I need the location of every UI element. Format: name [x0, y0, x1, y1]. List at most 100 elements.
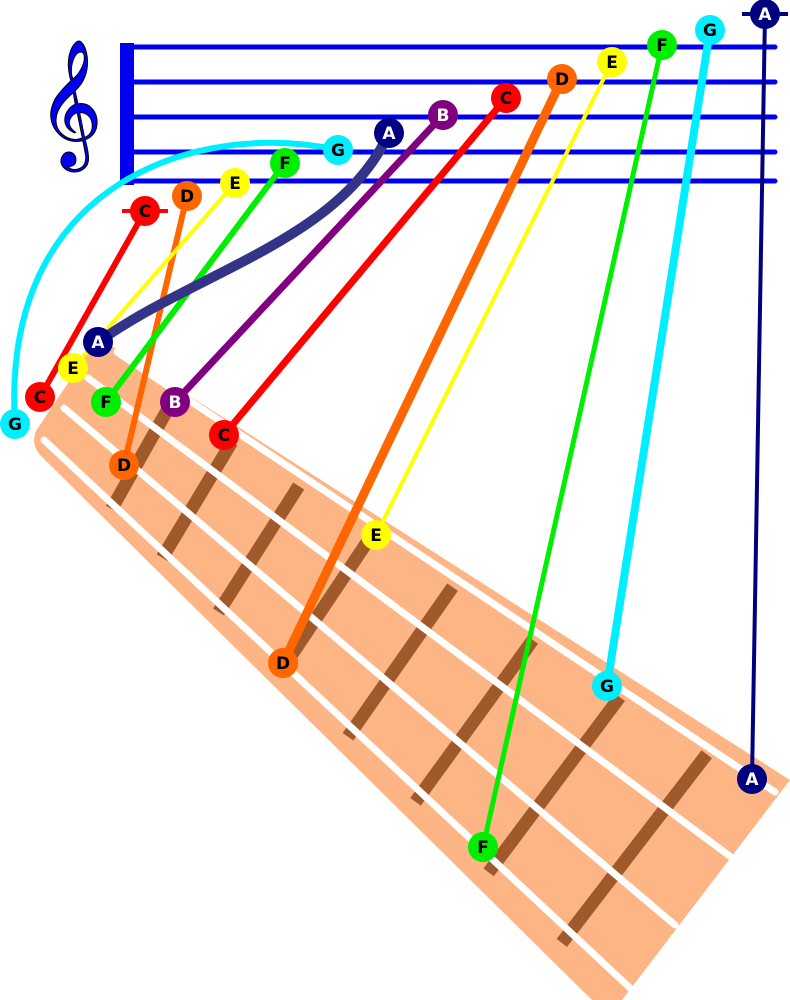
note-label: F [656, 36, 668, 56]
note-circle [491, 83, 521, 113]
note-circle [0, 409, 30, 439]
fretboard-note-f: F [91, 387, 121, 417]
note-label: B [169, 393, 182, 413]
note-circle [209, 420, 239, 450]
note-circle [220, 168, 250, 198]
note-circle [268, 648, 298, 678]
note-label: F [477, 838, 489, 858]
connector-b-6 [171, 111, 447, 406]
note-label: E [67, 359, 79, 379]
connector-f-10 [480, 42, 665, 850]
connector-a-5 [93, 128, 394, 347]
fret-5 [342, 583, 458, 741]
note-label: G [703, 21, 717, 41]
fretboard [34, 343, 790, 1000]
note-circle [468, 832, 498, 862]
note-label: C [218, 426, 230, 446]
note-circle [25, 382, 55, 412]
note-label: C [34, 388, 46, 408]
note-label: E [229, 174, 241, 194]
note-circle [323, 135, 353, 165]
connector-a-12 [750, 12, 767, 781]
staff-note-d: D [172, 181, 202, 211]
note-label: G [8, 415, 22, 435]
note-circle [160, 387, 190, 417]
note-label: D [276, 654, 290, 674]
fretboard-note-b: B [160, 387, 190, 417]
staff-note-e: E [597, 47, 627, 77]
fretboard-note-a: A [83, 327, 113, 357]
note-label: G [331, 141, 345, 161]
connector-c-7 [220, 94, 510, 439]
connector-c-0 [37, 208, 148, 400]
fretboard-note-d: D [268, 648, 298, 678]
fretboard-note-c: C [25, 382, 55, 412]
note-circle [592, 671, 622, 701]
note-label: A [382, 124, 396, 144]
staff-note-e: E [220, 168, 250, 198]
note-circle [374, 118, 404, 148]
note-circle [270, 148, 300, 178]
note-label: D [180, 187, 194, 207]
note-circle [83, 327, 113, 357]
note-label: B [437, 106, 450, 126]
note-circle [361, 520, 391, 550]
connector-d-8 [278, 74, 567, 668]
fret-6 [410, 636, 539, 806]
staff-note-g: G [695, 15, 725, 45]
connector-e-9 [374, 60, 614, 537]
connector-g-4 [11, 139, 341, 427]
staff-note-c: C [491, 83, 521, 113]
note-circle [91, 387, 121, 417]
fretboard-note-a: A [737, 764, 767, 794]
note-label: C [139, 202, 151, 222]
fretboard-note-d: D [109, 450, 139, 480]
note-circle [695, 15, 725, 45]
fret-7 [483, 693, 625, 877]
note-circle [130, 196, 160, 226]
staff-note-b: B [428, 100, 458, 130]
fretboard-note-c: C [209, 420, 239, 450]
note-circle [647, 30, 677, 60]
note-circle [750, 0, 780, 29]
note-label: A [758, 5, 772, 25]
note-label: G [600, 677, 614, 697]
staff-note-a: A [374, 118, 404, 148]
fret-4 [275, 530, 378, 676]
note-circle [109, 450, 139, 480]
staff-note-f: F [270, 148, 300, 178]
fretboard-note-g: G [0, 409, 30, 439]
note-circle [172, 181, 202, 211]
fretboard-note-g: G [592, 671, 622, 701]
fretboard-note-e: E [361, 520, 391, 550]
fretboard-note-e: E [58, 353, 88, 383]
note-label: E [370, 526, 382, 546]
note-circle [547, 64, 577, 94]
note-circle [428, 100, 458, 130]
note-circle [597, 47, 627, 77]
string-4 [40, 436, 634, 992]
note-circle [58, 353, 88, 383]
staff-note-f: F [647, 30, 677, 60]
fret-2 [156, 438, 238, 562]
staff-note-a: A [742, 0, 788, 29]
treble-clef-icon: 𝄞 [37, 38, 102, 172]
fret-1 [105, 399, 178, 513]
staff-note-g: G [323, 135, 353, 165]
note-label: A [91, 333, 105, 353]
fret-8 [556, 750, 712, 947]
fret-3 [213, 482, 305, 616]
staff-note-d: D [547, 64, 577, 94]
connector-d-1 [121, 193, 190, 468]
note-label: D [555, 70, 569, 90]
connector-g-11 [603, 26, 714, 690]
fretboard-note-f: F [468, 832, 498, 862]
note-circle [737, 764, 767, 794]
note-connectors [11, 12, 767, 850]
string-2 [84, 374, 739, 864]
note-label: F [100, 393, 112, 413]
note-label: F [279, 154, 291, 174]
note-markers: C C D D E E F F G G A A B B C C D D E E F F G G A A [0, 0, 788, 862]
